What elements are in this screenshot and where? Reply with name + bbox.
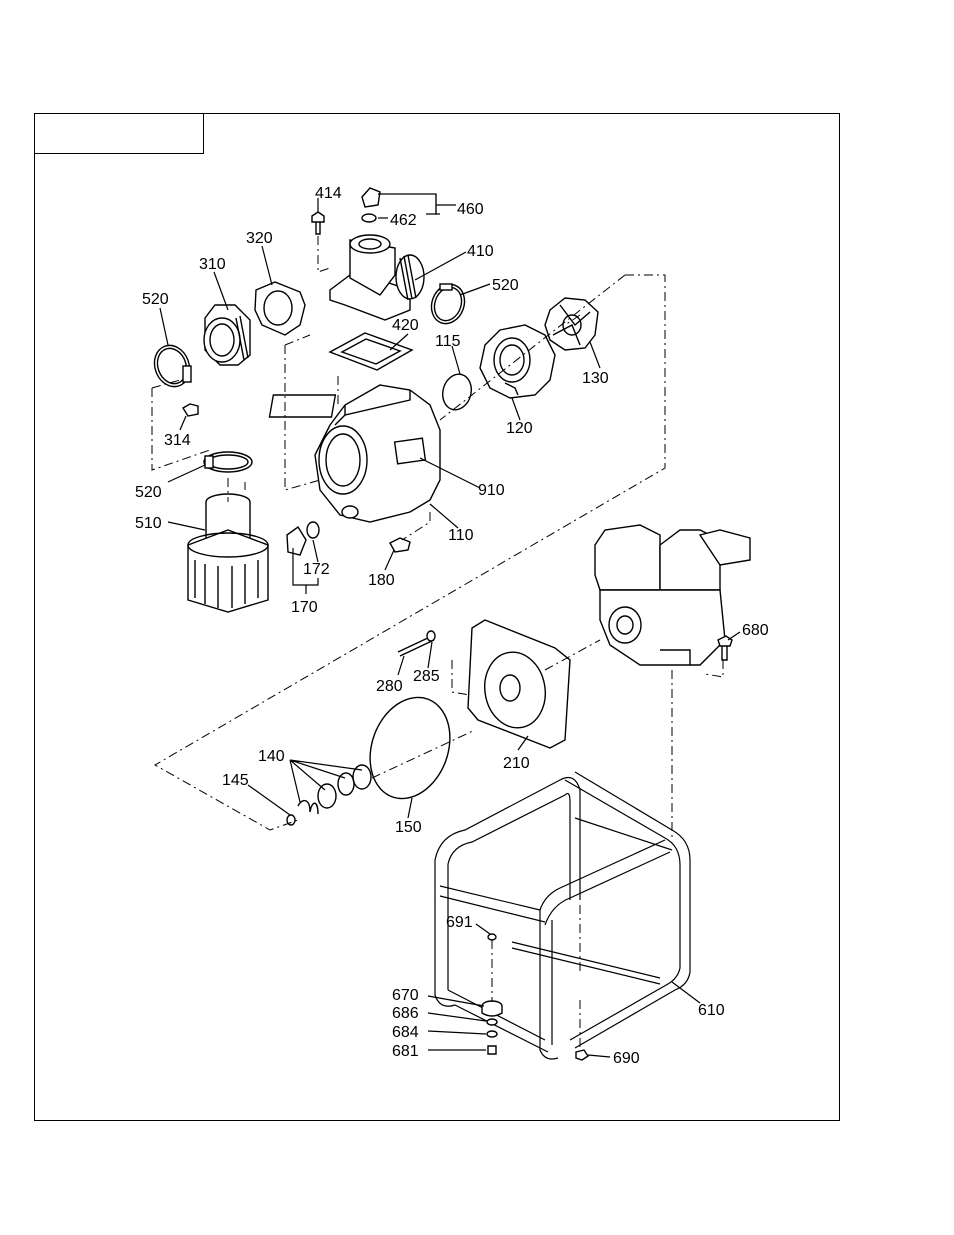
label-680: 680 — [742, 622, 769, 639]
label-170: 170 — [291, 599, 318, 616]
label-310: 310 — [199, 256, 226, 273]
volute-120 — [480, 325, 555, 398]
label-460: 460 — [457, 201, 484, 218]
label-110: 110 — [448, 527, 474, 544]
stud-280 — [398, 631, 435, 656]
adapter-plate-210 — [468, 620, 570, 748]
label-686: 686 — [392, 1005, 419, 1022]
nut-691 — [488, 934, 496, 940]
label-120: 120 — [506, 420, 533, 437]
gasket-150 — [357, 686, 464, 810]
drain-plug-170 — [287, 522, 319, 555]
gasket-420 — [330, 333, 412, 370]
label-172: 172 — [303, 561, 330, 578]
bolt-180 — [390, 538, 410, 552]
nut-690 — [576, 1050, 588, 1060]
label-684: 684 — [392, 1024, 419, 1041]
label-210: 210 — [503, 755, 530, 772]
suction-flange-310 — [204, 305, 250, 365]
label-150: 150 — [395, 819, 422, 836]
bolt-680 — [718, 636, 732, 660]
label-285: 285 — [413, 668, 440, 685]
label-420: 420 — [392, 317, 419, 334]
bolt-414 — [312, 212, 324, 234]
gasket-320 — [255, 282, 305, 335]
label-414: 414 — [315, 185, 342, 202]
frame-610 — [435, 772, 690, 1059]
strainer-510 — [188, 494, 268, 612]
label-520-strainer: 520 — [135, 484, 162, 501]
label-180: 180 — [368, 572, 395, 589]
label-140: 140 — [258, 748, 285, 765]
label-280: 280 — [376, 678, 403, 695]
discharge-elbow-410 — [330, 235, 424, 320]
label-520-discharge: 520 — [492, 277, 519, 294]
label-320: 320 — [246, 230, 273, 247]
mechanical-seal-140 — [287, 765, 371, 825]
label-610: 610 — [698, 1002, 725, 1019]
label-520-top-left: 520 — [142, 291, 169, 308]
label-462: 462 — [390, 212, 417, 229]
priming-plug-460 — [362, 188, 380, 222]
pump-housing-110 — [269, 385, 440, 522]
clamp-520-strainer — [204, 452, 252, 472]
label-910: 910 — [478, 482, 505, 499]
label-115: 115 — [435, 333, 461, 350]
clamp-520-suction — [149, 340, 195, 391]
label-690: 690 — [613, 1050, 640, 1067]
label-670: 670 — [392, 987, 419, 1004]
label-681: 681 — [392, 1043, 419, 1060]
label-510: 510 — [135, 515, 162, 532]
label-314: 314 — [164, 432, 191, 449]
label-130: 130 — [582, 370, 609, 387]
clamp-520-discharge — [426, 280, 470, 329]
label-145: 145 — [222, 772, 249, 789]
label-410: 410 — [467, 243, 494, 260]
plug-314 — [183, 404, 198, 416]
label-691: 691 — [446, 914, 473, 931]
